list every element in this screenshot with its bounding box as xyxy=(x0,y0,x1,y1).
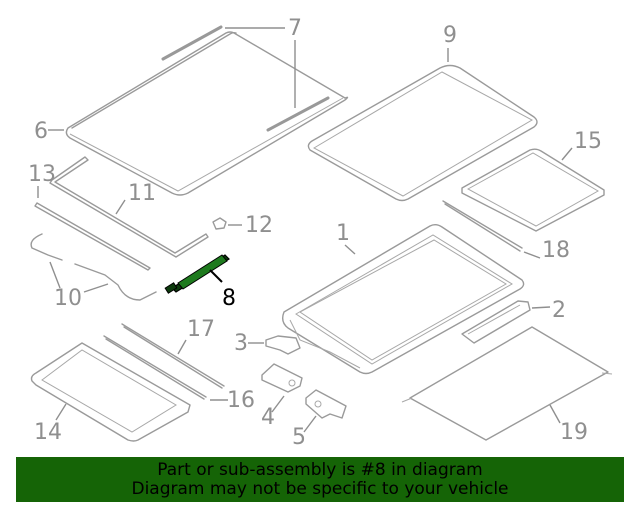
callout-7[interactable]: 7 xyxy=(288,16,302,41)
callout-18[interactable]: 18 xyxy=(542,238,570,263)
parts-diagram: 1 2 3 4 5 6 7 8 9 10 11 12 13 14 15 16 1… xyxy=(28,16,613,450)
part-2-cross-member[interactable] xyxy=(461,300,531,344)
leader-lines xyxy=(37,27,573,433)
part-12-clip[interactable] xyxy=(212,217,227,230)
callout-8[interactable]: 8 xyxy=(222,286,236,311)
part-10-drain-hoses[interactable] xyxy=(30,233,157,301)
part-17-seal[interactable] xyxy=(121,323,225,389)
callout-16[interactable]: 16 xyxy=(227,388,255,413)
callout-15[interactable]: 15 xyxy=(574,129,602,154)
callout-13[interactable]: 13 xyxy=(28,162,56,187)
part-6-glass-seal[interactable] xyxy=(65,31,349,196)
callout-5[interactable]: 5 xyxy=(292,425,306,450)
part-15-rear-glass[interactable] xyxy=(461,148,605,232)
part-19-sunshade[interactable] xyxy=(401,326,613,441)
callout-17[interactable]: 17 xyxy=(187,317,215,342)
part-16-seal[interactable] xyxy=(103,335,207,400)
part-3-gear-unit[interactable] xyxy=(265,335,301,355)
callout-19[interactable]: 19 xyxy=(560,420,588,445)
part-18-deflector-strip[interactable] xyxy=(442,200,523,252)
callout-10[interactable]: 10 xyxy=(54,286,82,311)
callout-12[interactable]: 12 xyxy=(245,213,273,238)
callout-6[interactable]: 6 xyxy=(34,119,48,144)
callout-11[interactable]: 11 xyxy=(128,181,156,206)
callout-labels: 1 2 3 4 5 6 7 8 9 10 11 12 13 14 15 16 1… xyxy=(28,16,602,450)
callout-4[interactable]: 4 xyxy=(261,405,275,430)
callout-14[interactable]: 14 xyxy=(34,420,62,445)
part-7-moulding-strips[interactable] xyxy=(161,25,330,132)
part-1-sunroof-frame[interactable] xyxy=(281,224,525,375)
callout-1[interactable]: 1 xyxy=(336,221,350,246)
part-14-sliding-panel[interactable] xyxy=(30,342,191,442)
part-8-sunroof-motor[interactable] xyxy=(164,254,230,294)
callout-9[interactable]: 9 xyxy=(443,23,457,48)
part-13-drain-trough[interactable] xyxy=(34,202,151,271)
part-9-roof-glass[interactable] xyxy=(307,64,538,202)
banner-line-part-number: Part or sub-assembly is #8 in diagram xyxy=(157,460,483,480)
part-4-bracket[interactable] xyxy=(261,363,303,393)
callout-2[interactable]: 2 xyxy=(552,298,566,323)
part-11-guide-rail[interactable] xyxy=(49,156,209,258)
banner-line-disclaimer: Diagram may not be specific to your vehi… xyxy=(131,479,509,499)
info-banner: Part or sub-assembly is #8 in diagram Di… xyxy=(16,457,624,502)
part-5-cover[interactable] xyxy=(305,389,347,419)
callout-3[interactable]: 3 xyxy=(234,331,248,356)
